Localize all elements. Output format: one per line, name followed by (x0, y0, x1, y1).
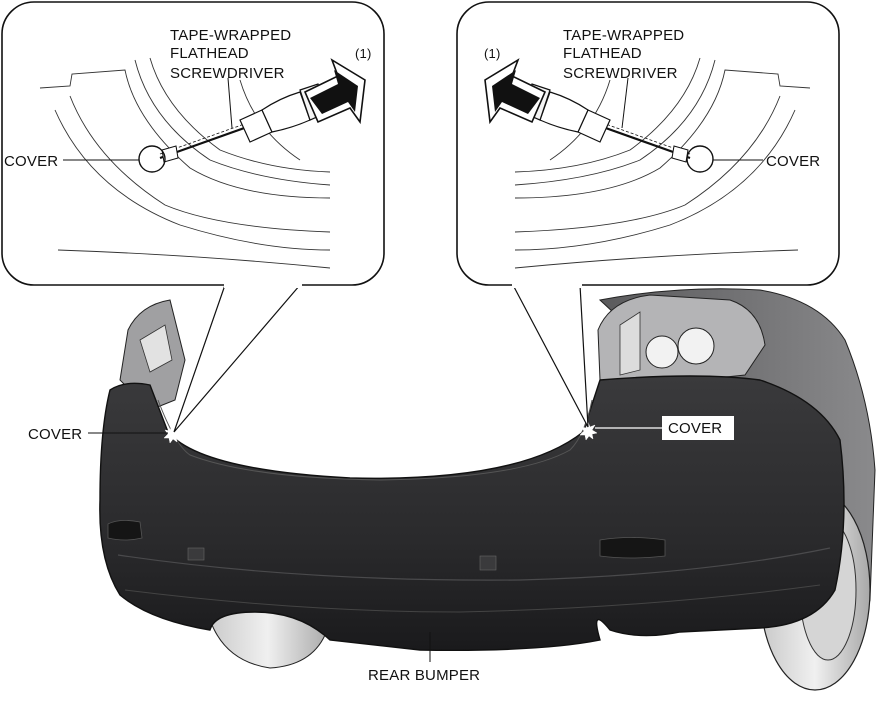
tool-label-line2-left: FLATHEAD (170, 45, 249, 62)
lamp-socket-1 (646, 336, 678, 368)
cover-label-left-callout: COVER (4, 153, 58, 170)
callout-left: TAPE-WRAPPED FLATHEAD SCREWDRIVER COVER … (2, 2, 384, 288)
tool-label-line1-right: TAPE-WRAPPED (563, 27, 684, 44)
reflector-left (108, 520, 142, 540)
step-label-left: (1) (355, 46, 372, 61)
callout-right-gap (512, 282, 582, 288)
reflector-right (600, 538, 665, 559)
tool-label-line2-right: FLATHEAD (563, 45, 642, 62)
tool-label-line3-right: SCREWDRIVER (563, 65, 678, 82)
pointer-left (174, 285, 300, 432)
lamp-socket-2 (678, 328, 714, 364)
cover-label-right-callout: COVER (766, 153, 820, 170)
rear-bumper-label: REAR BUMPER (368, 667, 480, 684)
tool-label-line1-left: TAPE-WRAPPED (170, 27, 291, 44)
cap-right (480, 556, 496, 570)
callout-pointers (174, 285, 588, 432)
cover-label-left-main: COVER (28, 426, 82, 443)
pointer-right (513, 285, 588, 427)
cap-left (188, 548, 204, 560)
step-label-right: (1) (484, 46, 501, 61)
cover-label-right-main: COVER (668, 420, 722, 437)
tool-label-line3-left: SCREWDRIVER (170, 65, 285, 82)
callout-left-gap (224, 282, 302, 288)
callout-right: TAPE-WRAPPED FLATHEAD SCREWDRIVER COVER … (457, 2, 839, 288)
